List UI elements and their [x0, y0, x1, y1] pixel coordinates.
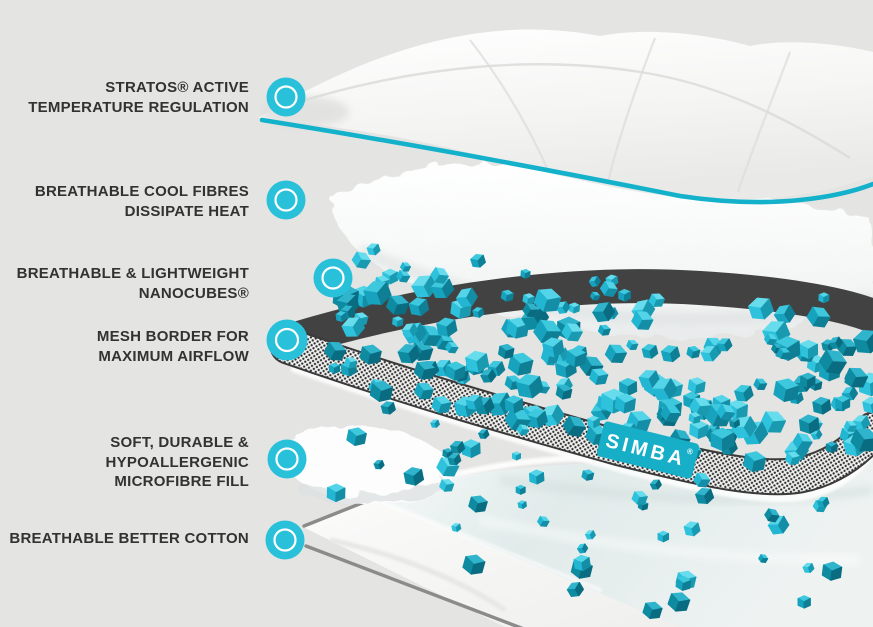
cotton-edge-line-lower: [304, 544, 524, 627]
simba-tag-reg: ®: [686, 447, 694, 457]
stratos-trim-line: [259, 117, 873, 205]
label-line: STRATOS® ACTIVE: [105, 79, 249, 96]
label-line: NANOCUBES®: [138, 284, 249, 302]
label-nanocubes: BREATHABLE & LIGHTWEIGHT NANOCUBES®: [17, 264, 249, 303]
label-line: HYPOALLERGENIC: [105, 453, 249, 471]
label-temperature-regulation: STRATOS® ACTIVE TEMPERATURE REGULATION: [28, 78, 249, 117]
quilt-seam: [736, 51, 792, 193]
cotton-layer: [302, 497, 700, 627]
label-line: MICROFIBRE FILL: [114, 473, 249, 490]
label-microfibre-fill: SOFT, DURABLE & HYPOALLERGENIC MICROFIBR…: [105, 433, 249, 492]
badge-microfibre-fill: [267, 439, 307, 479]
label-line: BREATHABLE BETTER COTTON: [9, 530, 249, 547]
quilt-seam: [469, 39, 550, 171]
badge-nanocubes: [313, 258, 353, 298]
pillow-top-layer: [258, 29, 873, 205]
feature-badges: [265, 77, 353, 560]
label-line: TEMPERATURE REGULATION: [28, 98, 249, 116]
label-line: BREATHABLE COOL FIBRES: [34, 183, 249, 200]
label-line: DISSIPATE HEAT: [124, 202, 249, 220]
label-line: SOFT, DURABLE &: [110, 434, 249, 451]
quilt-seam: [291, 63, 851, 160]
label-line: BREATHABLE & LIGHTWEIGHT: [16, 265, 249, 282]
label-better-cotton: BREATHABLE BETTER COTTON: [9, 529, 249, 549]
label-cool-fibres: BREATHABLE COOL FIBRES DISSIPATE HEAT: [35, 182, 249, 221]
microfibre-fill-layer: [278, 425, 457, 505]
nanocubes-layer: [323, 243, 873, 620]
label-line: MAXIMUM AIRFLOW: [98, 347, 249, 365]
badge-temperature-regulation: [266, 77, 306, 117]
label-line: MESH BORDER FOR: [96, 328, 249, 345]
quilt-seam: [606, 37, 657, 183]
badge-cool-fibres: [266, 180, 306, 220]
badge-mesh-border: [266, 319, 308, 361]
badge-better-cotton: [265, 520, 305, 560]
label-mesh-border: MESH BORDER FOR MAXIMUM AIRFLOW: [97, 327, 249, 366]
